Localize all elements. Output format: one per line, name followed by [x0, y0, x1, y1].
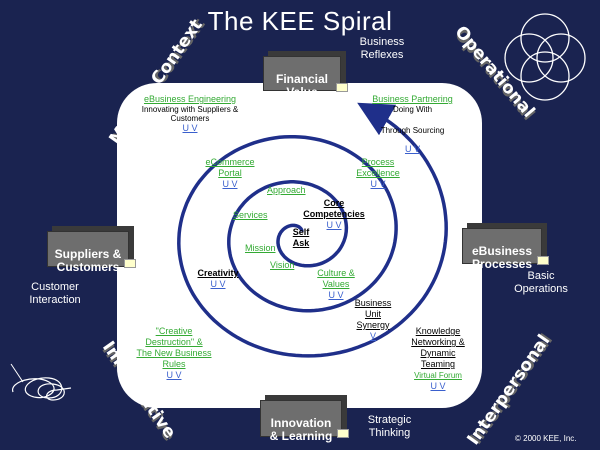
note-tag — [124, 259, 136, 268]
innovation-learning-box[interactable]: Innovation & Learning — [260, 400, 349, 443]
business-unit-synergy-uv[interactable]: V — [369, 331, 376, 341]
strategic-thinking-label: Strategic Thinking — [367, 414, 412, 439]
suppliers-customers-box[interactable]: Suppliers & Customers — [47, 231, 136, 274]
business-reflexes-label: Business Reflexes — [359, 36, 405, 61]
ebusiness-engineering-sub: Innovating with Suppliers & Customers — [141, 105, 239, 123]
ebusiness-processes-box[interactable]: eBusiness Processes — [462, 228, 549, 271]
creative-destruction-link[interactable]: "Creative Destruction" & The New Busines… — [136, 326, 212, 369]
ecommerce-portal-link[interactable]: eCommerce Portal — [205, 157, 255, 178]
note-tag — [337, 429, 349, 438]
knowledge-networking-node[interactable]: Knowledge Networking & Dynamic Teaming V… — [400, 326, 476, 392]
mission-link[interactable]: Mission — [245, 243, 276, 253]
culture-values-uv[interactable]: U V — [328, 290, 344, 300]
self-ask-link[interactable]: Ask — [292, 238, 310, 248]
page-title: The KEE Spiral — [207, 6, 393, 36]
financial-value-label: Financial Value — [275, 72, 328, 99]
core-competencies-node[interactable]: Core Competencies U V — [300, 198, 368, 231]
business-unit-synergy-link[interactable]: Business Unit Synergy — [354, 298, 392, 330]
ecommerce-portal-node[interactable]: eCommerce Portal U V — [198, 157, 262, 190]
self-link[interactable]: Self — [292, 227, 310, 237]
culture-values-node[interactable]: Culture & Values U V — [310, 268, 362, 301]
note-tag — [336, 83, 348, 92]
creativity-link[interactable]: Creativity — [197, 268, 239, 278]
vision-link[interactable]: Vision — [270, 260, 295, 270]
core-competencies-uv[interactable]: U V — [326, 220, 342, 230]
ebusiness-engineering-uv[interactable]: U V — [182, 123, 198, 133]
approach-link[interactable]: Approach — [267, 185, 306, 195]
copyright: © 2000 KEE, Inc. — [515, 434, 577, 443]
creative-destruction-node[interactable]: "Creative Destruction" & The New Busines… — [125, 326, 223, 381]
culture-values-link[interactable]: Culture & Values — [317, 268, 355, 289]
suppliers-customers-label: Suppliers & Customers — [54, 247, 122, 274]
services-link[interactable]: Services — [233, 210, 268, 220]
ebusiness-processes-label: eBusiness Processes — [471, 244, 533, 271]
creativity-uv[interactable]: U V — [210, 279, 226, 289]
business-unit-synergy-node[interactable]: Business Unit Synergy V — [348, 298, 398, 342]
financial-value-box[interactable]: Financial Value — [263, 56, 348, 99]
note-tag — [537, 256, 549, 265]
business-partnering-sub1: Doing With — [392, 105, 433, 114]
process-excellence-node[interactable]: Process Excellence U V — [348, 157, 408, 190]
knowledge-networking-link[interactable]: Knowledge Networking & Dynamic Teaming — [411, 326, 465, 369]
process-excellence-link[interactable]: Process Excellence — [356, 157, 400, 178]
business-partnering-sub2: Through Sourcing — [380, 126, 445, 135]
knowledge-networking-uv[interactable]: U V — [430, 381, 446, 391]
process-excellence-uv[interactable]: U V — [370, 179, 386, 189]
ebusiness-engineering-node[interactable]: eBusiness Engineering Innovating with Su… — [135, 94, 245, 134]
ecommerce-portal-uv[interactable]: U V — [222, 179, 238, 189]
business-partnering-node[interactable]: Business Partnering Doing With Through S… — [360, 94, 465, 155]
customer-interaction-label: Customer Interaction — [29, 281, 81, 306]
creativity-node[interactable]: Creativity U V — [192, 268, 244, 290]
business-partnering-link[interactable]: Business Partnering — [372, 94, 453, 104]
core-competencies-link[interactable]: Core Competencies — [303, 198, 365, 219]
creative-destruction-uv[interactable]: U V — [166, 370, 182, 380]
innovation-learning-label: Innovation & Learning — [269, 416, 333, 443]
virtual-forum-link[interactable]: Virtual Forum — [414, 371, 462, 380]
coil-icon — [10, 363, 72, 401]
business-partnering-uv[interactable]: U V — [404, 144, 420, 154]
self-node[interactable]: Self Ask — [289, 227, 313, 249]
ebusiness-engineering-link[interactable]: eBusiness Engineering — [143, 94, 237, 104]
basic-operations-label: Basic Operations — [514, 270, 568, 295]
circles-logo-icon — [504, 13, 586, 101]
